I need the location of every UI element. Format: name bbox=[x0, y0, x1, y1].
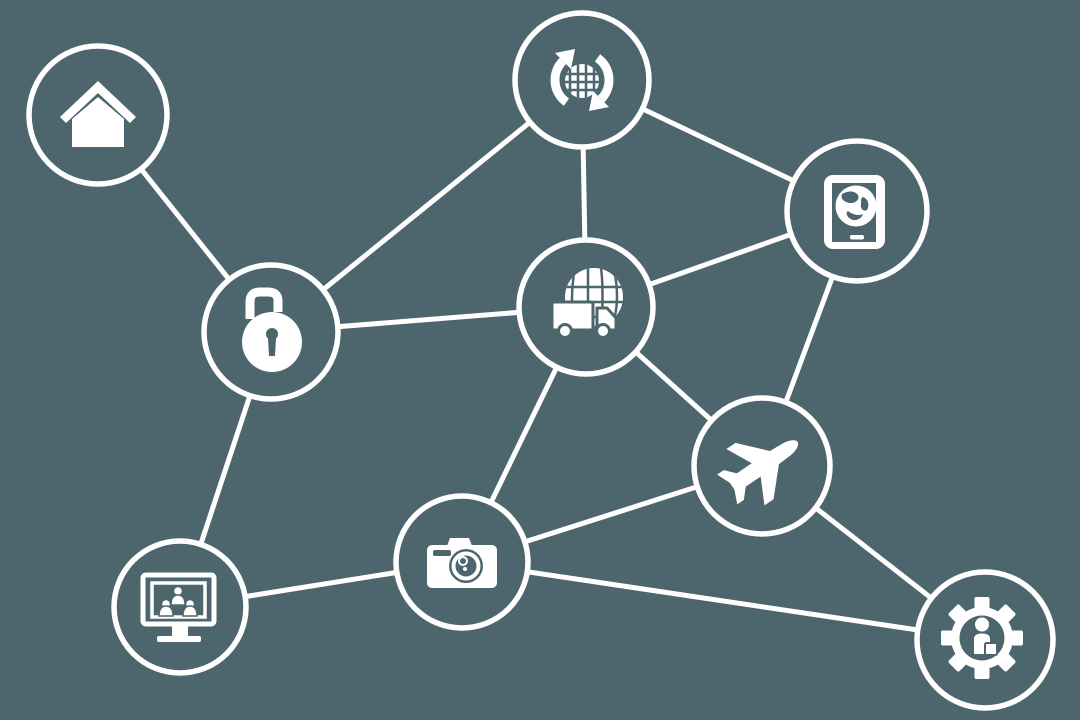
sync-node bbox=[512, 10, 652, 150]
tablet-node bbox=[784, 138, 930, 284]
diagram-nodes bbox=[26, 10, 1056, 711]
camera-icon bbox=[425, 536, 499, 590]
gear-node bbox=[914, 569, 1056, 711]
gear-person-icon bbox=[940, 596, 1024, 680]
padlock-node bbox=[201, 262, 341, 402]
connection-line-camera-gear bbox=[461, 559, 986, 643]
home-node bbox=[26, 43, 170, 187]
airplane-node bbox=[691, 395, 833, 537]
tablet-globe-icon bbox=[824, 175, 885, 249]
monitor-node bbox=[111, 538, 249, 676]
shipping-node bbox=[516, 237, 656, 377]
camera-node bbox=[393, 493, 531, 631]
